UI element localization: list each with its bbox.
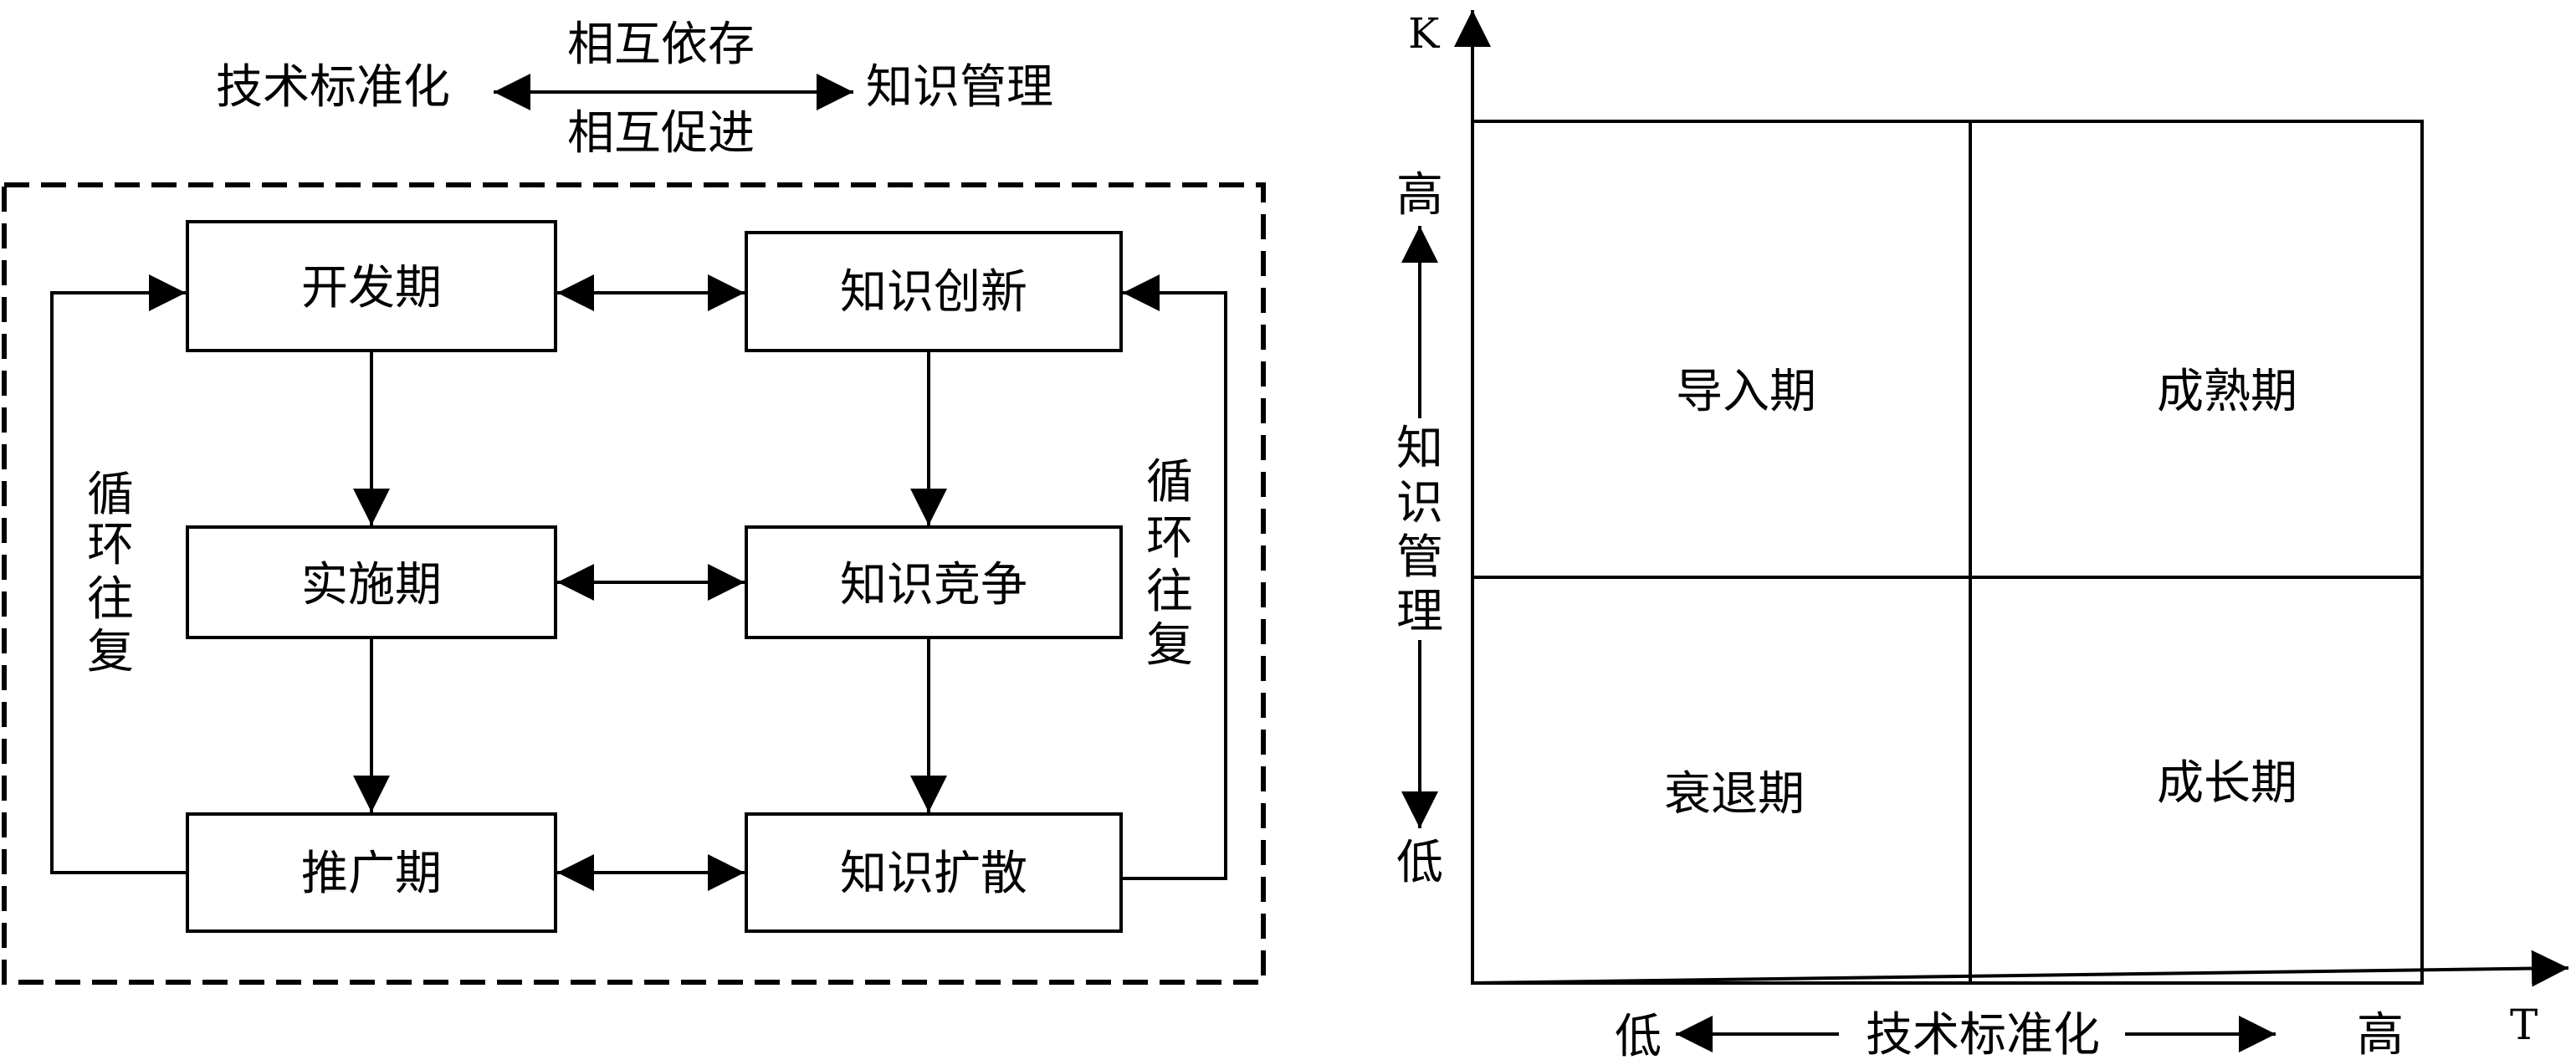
- relation-right-label: 知识管理: [866, 60, 1053, 115]
- y-low-label: 低: [1396, 836, 1443, 890]
- relation-above-label: 相互依存: [567, 18, 755, 72]
- left-loop-char-4: 复: [87, 625, 134, 679]
- y-label-char-4: 理: [1396, 585, 1443, 639]
- matrix: K T 导入期 成熟期 衰退期 成长期 高 知 识 管 理 低 低 技术标准化 …: [1396, 9, 2569, 1060]
- quadrant-introduction: 导入期: [1676, 365, 1816, 419]
- right-loop-char-2: 环: [1146, 511, 1193, 566]
- y-axis-letter: K: [1408, 9, 1441, 58]
- box-knowledge-competition-label: 知识竞争: [840, 558, 1027, 612]
- flow-down-arrows: [353, 351, 947, 812]
- right-loop-label: 循 环 往 复: [1146, 455, 1193, 673]
- x-high-label: 高: [2357, 1008, 2404, 1060]
- left-loop-char-1: 循: [87, 468, 134, 522]
- x-axis: [1472, 950, 2569, 987]
- left-loop-label: 循 环 往 复: [87, 468, 134, 679]
- left-loop-arrow: [50, 274, 187, 874]
- box-development: [186, 220, 557, 352]
- x-axis-label: 技术标准化: [1866, 1008, 2100, 1060]
- top-relation: 技术标准化 知识管理 相互依存 相互促进: [216, 18, 1053, 161]
- box-knowledge-diffusion-label: 知识扩散: [840, 847, 1027, 901]
- right-loop-char-1: 循: [1146, 455, 1193, 510]
- box-knowledge-innovation-label: 知识创新: [840, 265, 1027, 320]
- y-high-label: 高: [1396, 168, 1443, 223]
- quadrant-maturity: 成熟期: [2157, 365, 2297, 419]
- quadrant-decline: 衰退期: [1664, 767, 1805, 822]
- loop-lines: [50, 274, 1227, 880]
- dashed-frame: [2, 182, 1266, 985]
- y-label-char-3: 管: [1396, 530, 1443, 585]
- box-promotion-label: 推广期: [301, 847, 442, 901]
- box-knowledge-diffusion: [745, 812, 1123, 933]
- y-label-char-1: 知: [1396, 422, 1443, 476]
- y-label-char-2: 识: [1396, 476, 1443, 530]
- quadrant-growth: 成长期: [2157, 756, 2297, 811]
- left-loop-char-2: 环: [87, 518, 134, 572]
- box-knowledge-competition: [745, 525, 1123, 639]
- box-knowledge-innovation: [745, 231, 1123, 352]
- box-implementation-label: 实施期: [301, 558, 442, 612]
- box-development-label: 开发期: [301, 261, 442, 315]
- left-loop-char-3: 往: [87, 572, 134, 627]
- right-loop-char-4: 复: [1146, 618, 1193, 673]
- flow-horizontal-arrows: [557, 274, 745, 891]
- x-axis-letter: T: [2510, 1001, 2538, 1049]
- right-loop-arrow: [1121, 274, 1227, 880]
- right-loop-char-3: 往: [1146, 565, 1193, 619]
- flow-left-column: 开发期 实施期 推广期: [186, 220, 557, 933]
- x-low-label: 低: [1615, 1010, 1662, 1060]
- matrix-frame: [1471, 120, 2424, 985]
- flow-right-column: 知识创新 知识竞争 知识扩散: [745, 231, 1123, 933]
- relation-below-label: 相互促进: [567, 106, 755, 161]
- relation-left-label: 技术标准化: [216, 60, 450, 115]
